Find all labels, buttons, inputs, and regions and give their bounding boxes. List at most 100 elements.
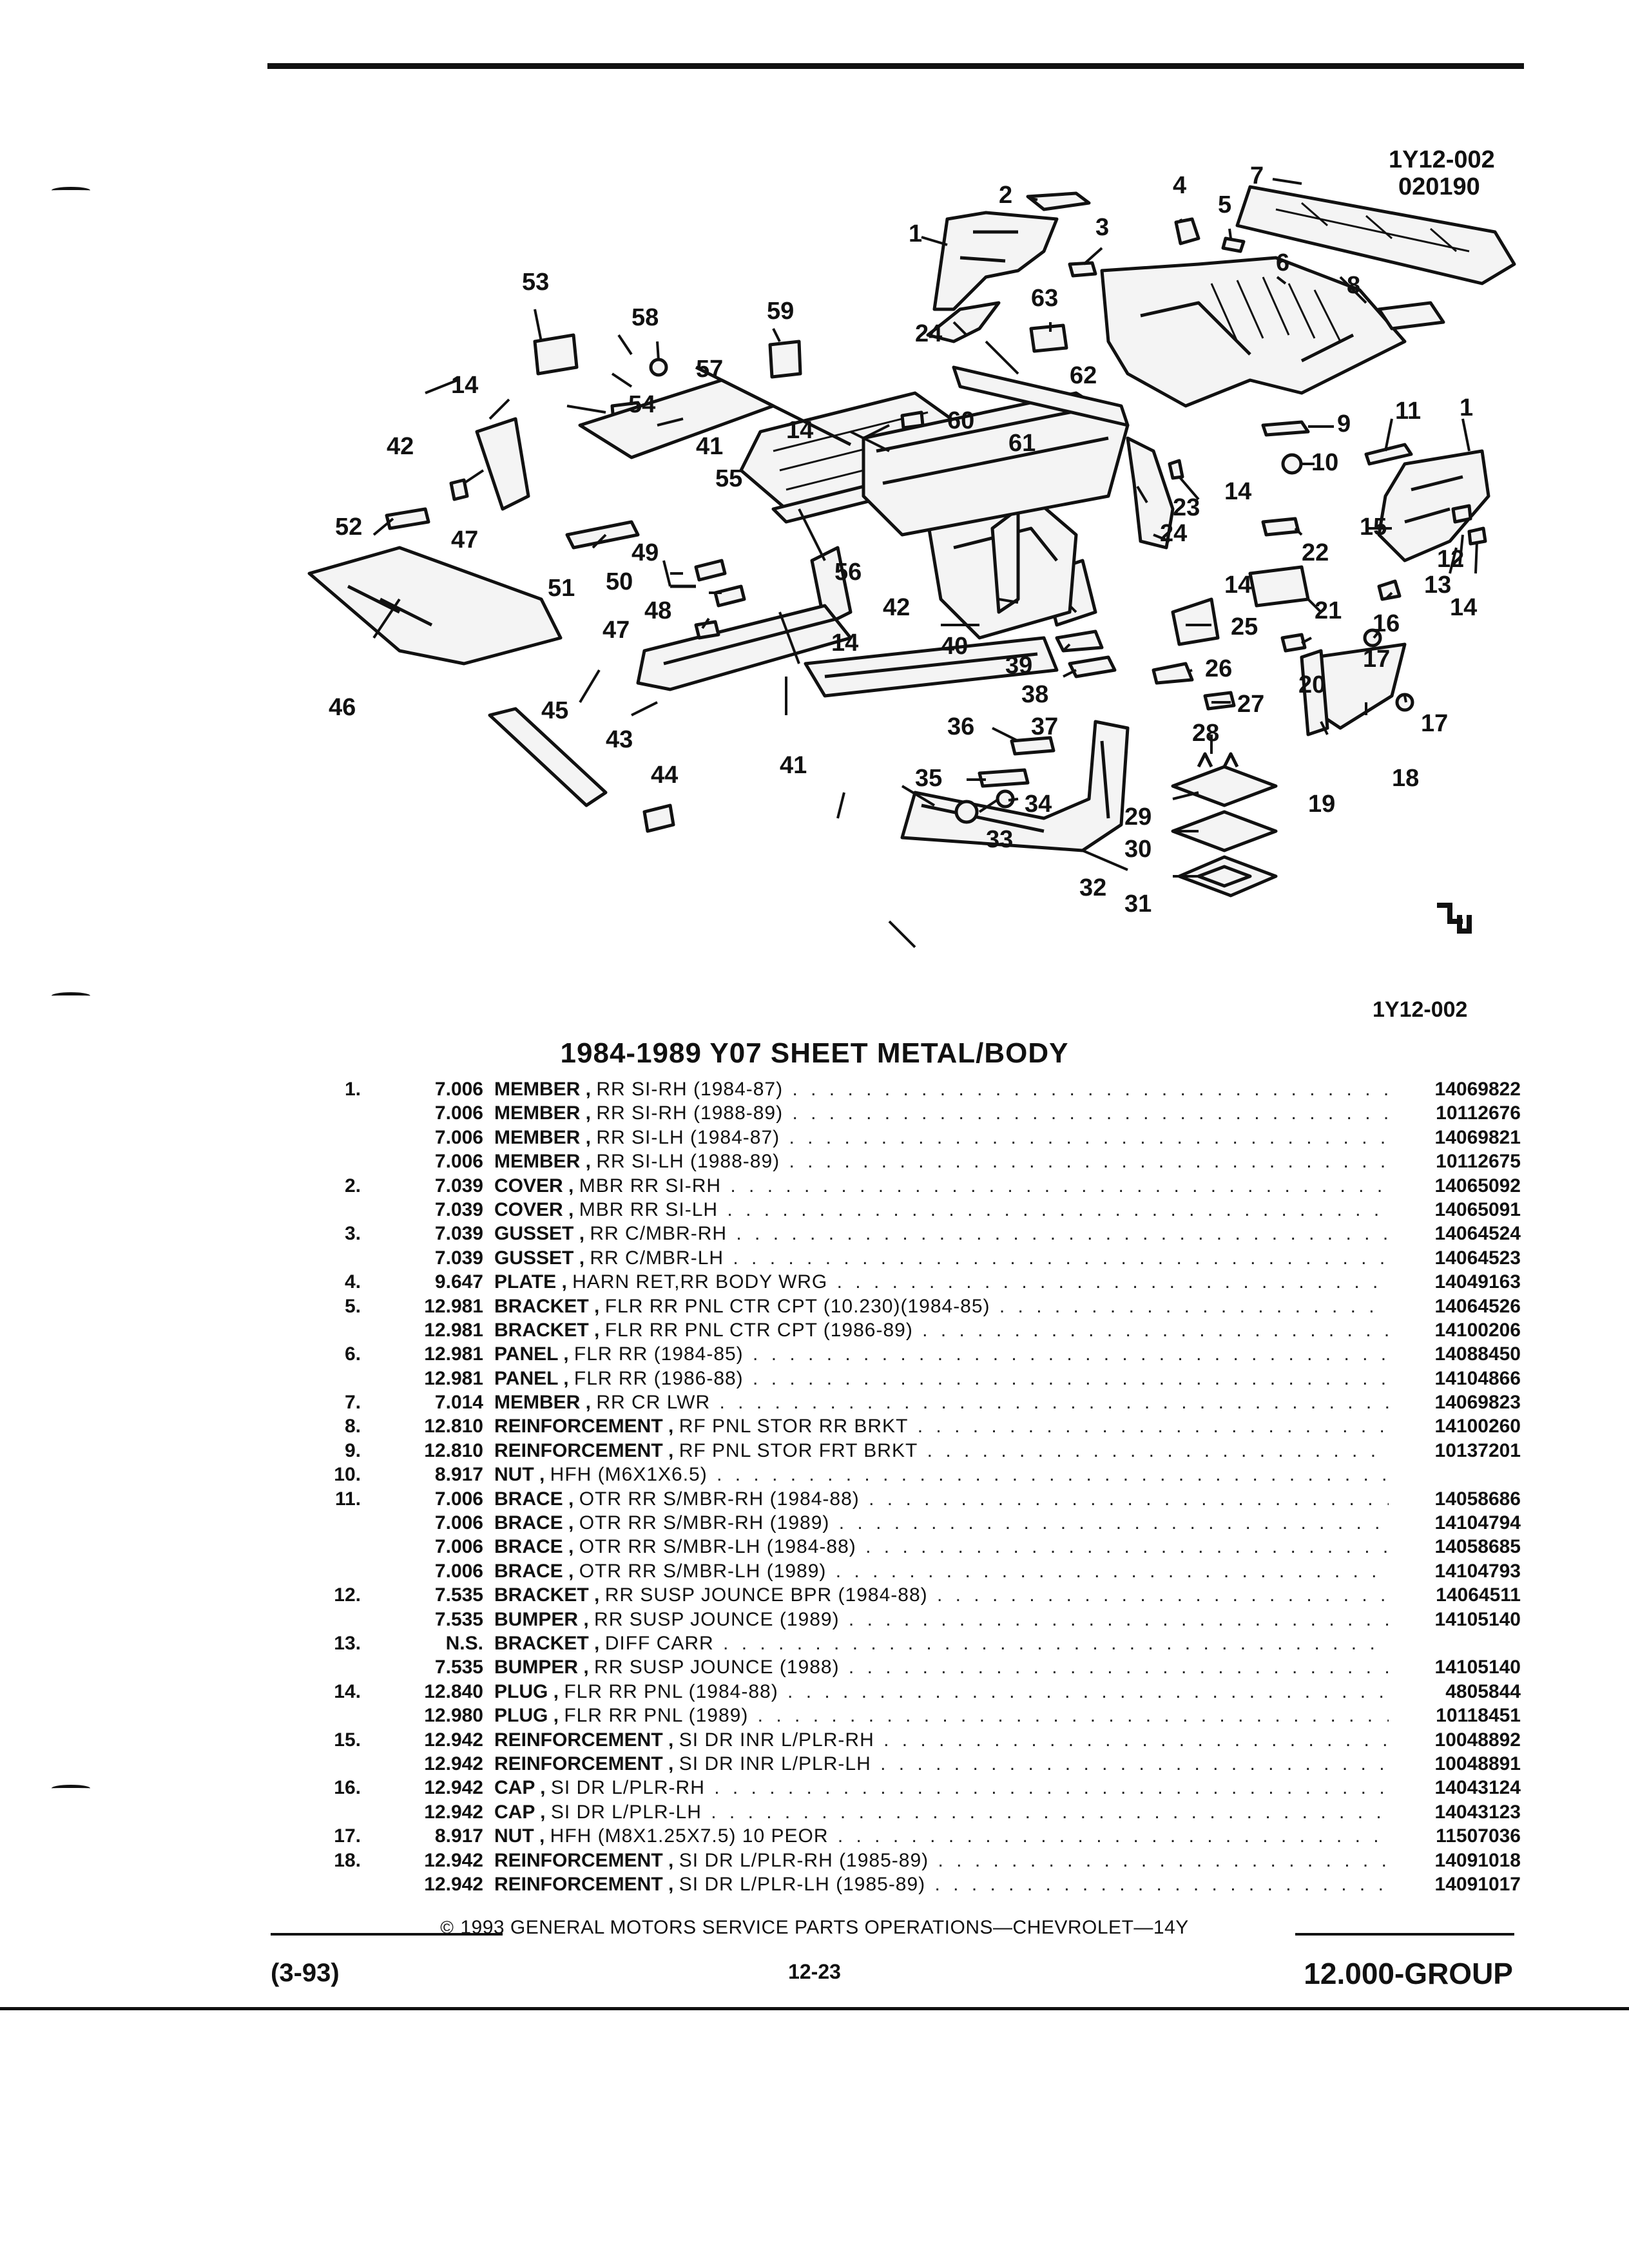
part-number: 14100260 (1434, 1416, 1521, 1437)
callout-10: 10 (1311, 449, 1338, 476)
callout-12: 12 (1437, 546, 1464, 573)
leader-dots: . . . . . . . . . . . . . . . . . . . . … (883, 1729, 1389, 1751)
part-name: MEMBER (494, 1126, 581, 1148)
item-number: 10. (334, 1464, 361, 1486)
part-description: BRACKET , RR SUSP JOUNCE BPR (1984-88) .… (494, 1583, 1389, 1607)
part-number: 14100206 (1434, 1319, 1521, 1341)
part-number: 14069821 (1434, 1126, 1521, 1148)
callout-24b: 24 (1160, 520, 1187, 547)
group-code: 7.039 (434, 1198, 483, 1220)
leader-dots: . . . . . . . . . . . . . . . . . . . . … (934, 1873, 1389, 1895)
part-name: BRACKET (494, 1295, 589, 1317)
page-title: 1984-1989 Y07 SHEET METAL/BODY (560, 1037, 1069, 1069)
part-description: PLUG , FLR RR PNL (1989) . . . . . . . .… (494, 1704, 1389, 1727)
leader-dots: . . . . . . . . . . . . . . . . . . . . … (837, 1825, 1389, 1847)
callout-14e: 14 (831, 629, 858, 657)
part-description: MEMBER , RR SI-LH (1984-87) . . . . . . … (494, 1126, 1389, 1149)
copyright-icon: © (440, 1917, 454, 1937)
item-number: 1. (344, 1079, 361, 1100)
top-rule (267, 63, 1524, 69)
part-description: PANEL , FLR RR (1986-88) . . . . . . . .… (494, 1367, 1389, 1390)
part-number: 14105140 (1434, 1608, 1521, 1630)
part-description: GUSSET , RR C/MBR-RH . . . . . . . . . .… (494, 1222, 1389, 1245)
part-description: PLUG , FLR RR PNL (1984-88) . . . . . . … (494, 1680, 1389, 1704)
callout-47: 47 (451, 526, 478, 553)
callout-41: 41 (696, 433, 723, 460)
leader-dots: . . . . . . . . . . . . . . . . . . . . … (792, 1079, 1389, 1100)
part-name: REINFORCEMENT (494, 1439, 663, 1461)
part-description: REINFORCEMENT , SI DR L/PLR-RH (1985-89)… (494, 1849, 1389, 1872)
callout-26: 26 (1205, 655, 1232, 682)
part-description: MEMBER , RR SI-RH (1988-89) . . . . . . … (494, 1101, 1389, 1125)
part-number: 14064511 (1436, 1584, 1521, 1606)
callout-28: 28 (1192, 720, 1219, 747)
part-number: 14064526 (1434, 1295, 1521, 1317)
leader-dots: . . . . . . . . . . . . . . . . . . . . … (999, 1295, 1389, 1317)
part-name: REINFORCEMENT (494, 1416, 663, 1437)
table-row: 7.006 MEMBER , RR SI-RH (1988-89) . . . .… (309, 1101, 1521, 1125)
part-name: PANEL (494, 1343, 558, 1365)
part-number: 14043124 (1434, 1777, 1521, 1799)
revision-date: (3-93) (271, 1959, 340, 1987)
part-number: 14104866 (1434, 1367, 1521, 1389)
part-spec: RR SUSP JOUNCE BPR (1984-88) (604, 1584, 928, 1606)
group-code: 8.917 (434, 1464, 483, 1486)
group-code: 7.039 (434, 1247, 483, 1269)
group-code: 12.810 (424, 1416, 483, 1437)
callout-42: 42 (387, 433, 414, 460)
callout-59: 59 (767, 298, 794, 325)
part-spec: HFH (M8X1.25X7.5) 10 PEOR (550, 1825, 829, 1847)
part-spec: MBR RR SI-RH (579, 1175, 722, 1196)
group-code: 12.981 (424, 1367, 483, 1389)
item-number: 5. (344, 1295, 361, 1317)
part-description: NUT , HFH (M6X1X6.5) . . . . . . . . . .… (494, 1463, 1389, 1486)
part-name: MEMBER (494, 1392, 581, 1414)
leader-dots: . . . . . . . . . . . . . . . . . . . . … (717, 1464, 1389, 1486)
part-description: COVER , MBR RR SI-RH . . . . . . . . . .… (494, 1174, 1389, 1198)
part-spec: RF PNL STOR FRT BRKT (679, 1439, 918, 1461)
part-spec: SI DR L/PLR-RH (1985-89) (679, 1849, 929, 1871)
part-name: CAP (494, 1801, 535, 1823)
part-number: 14069823 (1434, 1392, 1521, 1414)
callout-32: 32 (1079, 874, 1106, 901)
callout-14: 14 (1450, 594, 1477, 621)
part-number: 14088450 (1434, 1343, 1521, 1365)
part-spec: RR SUSP JOUNCE (1989) (594, 1608, 840, 1630)
part-description: CAP , SI DR L/PLR-RH . . . . . . . . . .… (494, 1776, 1389, 1800)
part-number: 14058686 (1434, 1488, 1521, 1510)
part-number: 10118451 (1436, 1705, 1521, 1727)
service-parts-logo-icon (1437, 903, 1472, 934)
part-description: PANEL , FLR RR (1984-85) . . . . . . . .… (494, 1342, 1389, 1366)
group-code: 7.006 (434, 1102, 483, 1124)
part-name: BRACE (494, 1488, 563, 1510)
item-number: 14. (334, 1680, 361, 1702)
callout-58: 58 (631, 304, 659, 331)
margin-mark (52, 187, 90, 194)
part-description: CAP , SI DR L/PLR-LH . . . . . . . . . .… (494, 1800, 1389, 1824)
group-code: 12.981 (424, 1343, 483, 1365)
footer-line: ©1993 GENERAL MOTORS SERVICE PARTS OPERA… (0, 1917, 1629, 1939)
part-name: PLUG (494, 1680, 548, 1702)
leader-dots: . . . . . . . . . . . . . . . . . . . . … (736, 1223, 1389, 1245)
leader-dots: . . . . . . . . . . . . . . . . . . . . … (848, 1608, 1389, 1630)
callout-8: 8 (1347, 272, 1360, 299)
leader-dots: . . . . . . . . . . . . . . . . . . . . … (753, 1343, 1389, 1365)
callout-7: 7 (1250, 162, 1264, 189)
part-name: BUMPER (494, 1657, 579, 1678)
leader-dots: . . . . . . . . . . . . . . . . . . . . … (927, 1439, 1389, 1461)
callout-1b: 1 (1460, 394, 1473, 421)
part-description: BRACKET , FLR RR PNL CTR CPT (1986-89) .… (494, 1318, 1389, 1342)
table-row: 13.N.S.BRACKET , DIFF CARR . . . . . . .… (309, 1631, 1521, 1655)
callout-14b: 14 (786, 417, 813, 444)
